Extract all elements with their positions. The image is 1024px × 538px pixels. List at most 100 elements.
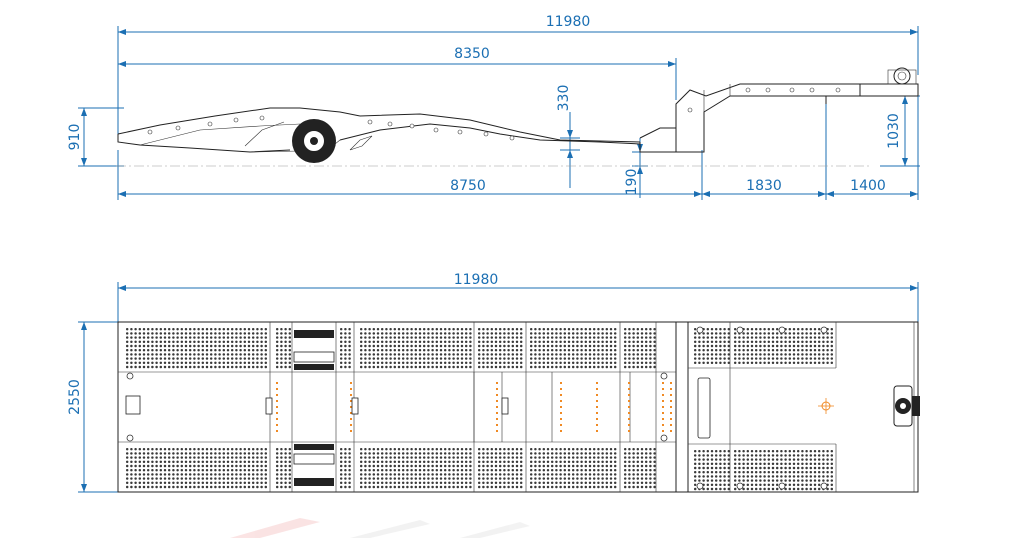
perforation-hole xyxy=(414,365,417,369)
perforation-hole xyxy=(609,485,613,489)
perforation-hole xyxy=(226,328,230,331)
perforation-hole xyxy=(567,460,571,463)
perforation-hole xyxy=(406,477,409,480)
perforation-hole xyxy=(189,448,192,451)
perforation-hole xyxy=(759,466,762,470)
perforation-hole xyxy=(456,344,459,348)
perforation-hole xyxy=(805,466,808,470)
perforation-hole xyxy=(580,353,583,356)
perforation-hole xyxy=(372,460,375,463)
perforation-hole xyxy=(456,357,459,360)
perforation-hole xyxy=(542,336,545,339)
perforation-hole xyxy=(226,460,230,463)
perforation-hole xyxy=(499,452,502,455)
perforation-hole xyxy=(520,481,523,484)
perforation-hole xyxy=(750,357,754,360)
perforation-hole xyxy=(710,357,714,360)
perforation-hole xyxy=(264,344,267,348)
perforation-hole xyxy=(584,328,587,331)
perforation-hole xyxy=(486,452,489,455)
perforation-hole xyxy=(276,464,279,468)
perforation-hole xyxy=(284,328,287,331)
perforation-hole xyxy=(448,328,451,331)
perforation-hole xyxy=(364,452,367,455)
perforation-hole xyxy=(520,452,523,455)
perforation-hole xyxy=(826,466,829,470)
perforation-hole xyxy=(784,466,787,470)
perforation-hole xyxy=(784,361,787,364)
perforation-hole xyxy=(511,473,514,476)
perforation-hole xyxy=(538,485,541,489)
perforation-hole xyxy=(809,332,812,335)
perforation-hole xyxy=(147,452,150,455)
perforation-hole xyxy=(360,340,363,343)
perforation-hole xyxy=(239,456,242,459)
perforation-hole xyxy=(385,365,388,369)
dim-label-overall-length-top: 11980 xyxy=(454,272,499,288)
perforation-hole xyxy=(439,340,443,343)
perforation-hole xyxy=(465,332,468,335)
perforation-hole xyxy=(243,340,246,343)
perforation-hole xyxy=(360,485,363,489)
perforation-hole xyxy=(710,462,714,465)
perforation-hole xyxy=(572,361,575,364)
perforation-hole xyxy=(448,452,451,455)
perforation-hole xyxy=(503,448,506,451)
perforation-hole xyxy=(184,365,188,369)
perforation-hole xyxy=(376,361,380,364)
perforation-hole xyxy=(503,349,506,352)
perforation-hole xyxy=(742,454,745,457)
perforation-hole xyxy=(252,473,255,476)
perforation-hole xyxy=(645,452,648,455)
perforation-hole xyxy=(231,340,234,343)
perforation-hole xyxy=(542,361,545,364)
perforation-hole xyxy=(805,475,808,478)
perforation-hole xyxy=(418,485,422,489)
perforation-hole xyxy=(184,464,188,468)
perforation-hole xyxy=(444,328,447,331)
perforation-hole xyxy=(534,365,537,369)
perforation-hole xyxy=(435,332,438,335)
perforation-hole xyxy=(184,349,188,352)
perforation-hole xyxy=(624,448,627,451)
perforation-hole xyxy=(222,485,225,489)
perforation-hole xyxy=(530,344,533,348)
perforation-hole xyxy=(530,349,533,352)
perforation-hole xyxy=(490,477,493,480)
perforation-hole xyxy=(593,340,596,343)
perforation-hole xyxy=(452,460,455,463)
perforation-hole xyxy=(210,464,213,468)
perforation-hole xyxy=(410,456,413,459)
perforation-hole xyxy=(551,353,554,356)
perforation-hole xyxy=(360,365,363,369)
perforation-hole xyxy=(205,353,209,356)
perforation-hole xyxy=(584,344,587,348)
perforation-hole xyxy=(830,349,833,352)
perforation-hole xyxy=(788,487,791,491)
perforation-hole xyxy=(723,332,726,335)
perforation-hole xyxy=(628,460,631,463)
perforation-hole xyxy=(376,452,380,455)
perforation-hole xyxy=(805,458,808,461)
perforation-hole xyxy=(567,473,571,476)
perforation-hole xyxy=(276,460,279,463)
perforation-hole xyxy=(734,353,737,356)
perforation-hole xyxy=(427,365,430,369)
perforation-hole xyxy=(163,473,167,476)
perforation-hole xyxy=(551,357,554,360)
perforation-hole xyxy=(348,460,351,463)
perforation-hole xyxy=(176,481,179,484)
perforation-hole xyxy=(465,448,468,451)
perforation-hole xyxy=(499,464,502,468)
perforation-hole xyxy=(809,458,812,461)
perforation-hole xyxy=(288,448,291,451)
perforation-hole xyxy=(567,456,571,459)
perforation-hole xyxy=(580,473,583,476)
perforation-hole xyxy=(159,353,162,356)
perforation-hole xyxy=(715,328,718,331)
perforation-hole xyxy=(348,448,351,451)
perforation-hole xyxy=(645,328,648,331)
perforation-hole xyxy=(759,328,762,331)
perforation-hole xyxy=(397,361,401,364)
perforation-hole xyxy=(134,477,137,480)
